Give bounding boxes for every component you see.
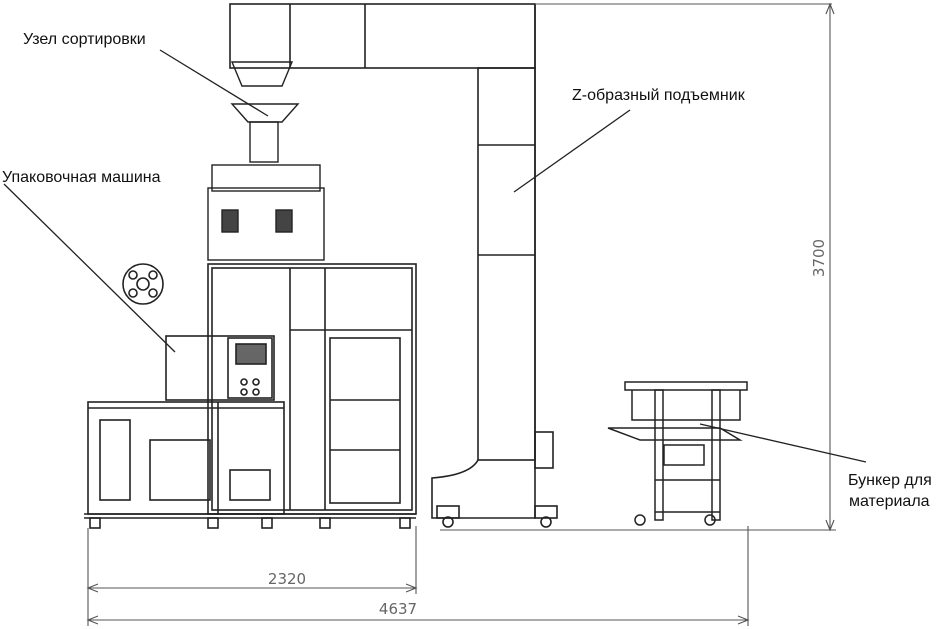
dimension-width-total: 4637 xyxy=(379,600,417,618)
label-packing-machine: Упаковочная машина xyxy=(2,169,161,186)
label-z-elevator: Z-образный подъемник xyxy=(572,87,746,104)
label-hopper-line2: материала xyxy=(849,493,930,510)
sorting-unit xyxy=(207,61,325,261)
leader-lines xyxy=(3,49,867,463)
packing-machine xyxy=(84,263,417,529)
label-sorting-unit: Узел сортировки xyxy=(23,31,146,48)
dimension-width-packing: 2320 xyxy=(268,570,306,588)
dimension-lines xyxy=(86,2,836,626)
material-hopper xyxy=(607,381,748,526)
z-elevator xyxy=(229,3,558,528)
label-hopper-line1: Бункер для xyxy=(848,472,932,489)
dimension-height: 3700 xyxy=(810,239,828,277)
